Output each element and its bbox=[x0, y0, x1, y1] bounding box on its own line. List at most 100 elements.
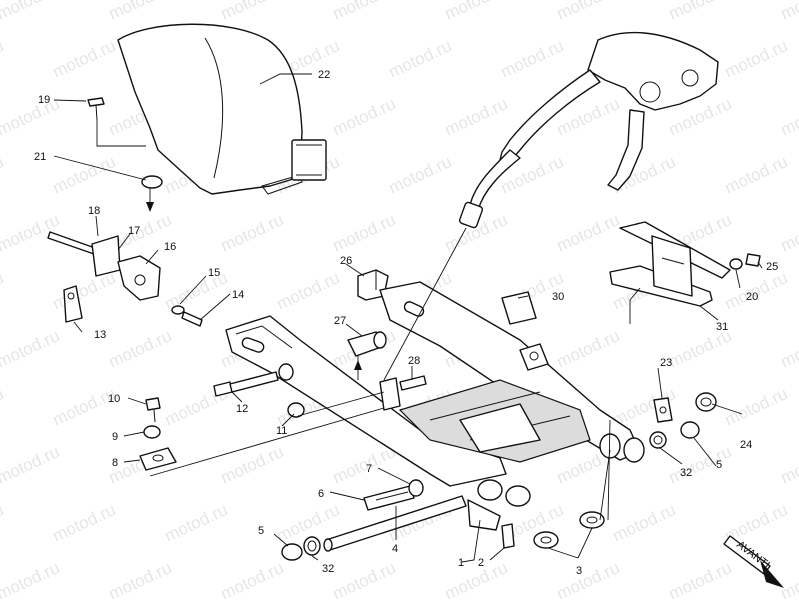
plate-13 bbox=[63, 285, 83, 323]
caliper-bracket-assembly bbox=[47, 231, 161, 301]
swingarm bbox=[225, 281, 645, 531]
watermark-text: motod.ru bbox=[610, 500, 679, 546]
watermark-text: motod.ru bbox=[50, 268, 119, 314]
label-3: 3 bbox=[576, 565, 582, 577]
label-7: 7 bbox=[366, 463, 372, 475]
watermark-text: motod.ru bbox=[330, 94, 399, 140]
watermark-text: motod.ru bbox=[0, 442, 62, 488]
watermark-text: motod.ru bbox=[778, 326, 799, 372]
watermark-text: motod.ru bbox=[0, 500, 6, 546]
cap-5-right bbox=[680, 421, 700, 439]
watermark-text: motod.ru bbox=[218, 442, 287, 488]
bushing-27 bbox=[347, 331, 387, 380]
watermark-text: motod.ru bbox=[218, 558, 287, 599]
label-9: 9 bbox=[112, 431, 118, 443]
watermark-text: motod.ru bbox=[0, 36, 6, 82]
watermark-text: motod.ru bbox=[778, 0, 799, 24]
watermark-text: motod.ru bbox=[778, 558, 799, 599]
spacer-and-bolt-15-14 bbox=[171, 305, 203, 327]
watermark-text: motod.ru bbox=[722, 152, 791, 198]
watermark-text: motod.ru bbox=[498, 36, 567, 82]
screw-28 bbox=[399, 375, 427, 391]
label-14: 14 bbox=[232, 289, 244, 301]
watermark-text: motod.ru bbox=[442, 0, 511, 24]
nut-11 bbox=[287, 402, 305, 418]
label-15: 15 bbox=[208, 267, 220, 279]
cap-5-left bbox=[281, 543, 303, 561]
screw-25 bbox=[745, 253, 761, 267]
bolt-2 bbox=[501, 523, 515, 549]
watermark-text: motod.ru bbox=[554, 210, 623, 256]
watermark-text: motod.ru bbox=[666, 0, 735, 24]
watermark-text: motod.ru bbox=[0, 0, 62, 24]
seal-32-left bbox=[303, 536, 321, 556]
watermark-text: motod.ru bbox=[666, 558, 735, 599]
label-24: 24 bbox=[740, 439, 752, 451]
washer-9 bbox=[143, 425, 161, 439]
label-32-left: 32 bbox=[322, 563, 334, 575]
label-25: 25 bbox=[766, 261, 778, 273]
label-2: 2 bbox=[478, 557, 484, 569]
label-1: 1 bbox=[458, 557, 464, 569]
label-5-right: 5 bbox=[716, 459, 722, 471]
label-31: 31 bbox=[716, 321, 728, 333]
label-10: 10 bbox=[108, 393, 120, 405]
washer-7 bbox=[408, 479, 424, 497]
watermark-text: motod.ru bbox=[666, 442, 735, 488]
bushing-24 bbox=[695, 392, 717, 412]
watermark-text: motod.ru bbox=[106, 326, 175, 372]
watermark-text: motod.ru bbox=[50, 384, 119, 430]
label-20: 20 bbox=[746, 291, 758, 303]
label-13: 13 bbox=[94, 329, 106, 341]
watermark-text: motod.ru bbox=[50, 152, 119, 198]
watermark-text: motod.ru bbox=[442, 558, 511, 599]
clip-21 bbox=[141, 175, 163, 212]
bolt-6 bbox=[363, 485, 415, 511]
watermark-text: motod.ru bbox=[0, 268, 6, 314]
bracket-23 bbox=[653, 397, 673, 423]
watermark-text: motod.ru bbox=[50, 500, 119, 546]
screw-19 bbox=[87, 97, 105, 121]
washers-3 bbox=[533, 511, 605, 549]
label-16: 16 bbox=[164, 241, 176, 253]
label-23: 23 bbox=[660, 357, 672, 369]
label-22: 22 bbox=[318, 69, 330, 81]
seal-32-right bbox=[649, 431, 667, 449]
watermark-text: motod.ru bbox=[330, 210, 399, 256]
watermark-text: motod.ru bbox=[330, 0, 399, 24]
label-4: 4 bbox=[392, 543, 398, 555]
watermark-text: motod.ru bbox=[106, 558, 175, 599]
watermark-text: motod.ru bbox=[0, 384, 6, 430]
watermark-text: motod.ru bbox=[554, 0, 623, 24]
watermark-text: motod.ru bbox=[778, 442, 799, 488]
watermark-text: motod.ru bbox=[0, 558, 62, 599]
watermark-text: motod.ru bbox=[0, 94, 62, 140]
label-21: 21 bbox=[34, 151, 46, 163]
label-27: 27 bbox=[334, 315, 346, 327]
label-12: 12 bbox=[236, 403, 248, 415]
rear-mudguard bbox=[117, 23, 327, 195]
bolt-12 bbox=[213, 363, 294, 397]
label-26: 26 bbox=[340, 255, 352, 267]
watermark-text: motod.ru bbox=[0, 326, 62, 372]
part-labels: 1 2 3 4 5 5 6 7 8 9 10 11 12 13 14 15 16… bbox=[34, 69, 778, 577]
bracket-8 bbox=[139, 447, 177, 471]
watermark-text: motod.ru bbox=[50, 36, 119, 82]
label-18: 18 bbox=[88, 205, 100, 217]
label-6: 6 bbox=[318, 488, 324, 500]
label-11: 11 bbox=[276, 425, 287, 437]
watermark-text: motod.ru bbox=[106, 0, 175, 24]
watermark-text: motod.ru bbox=[722, 36, 791, 82]
label-19: 19 bbox=[38, 94, 50, 106]
watermark-text: motod.ru bbox=[554, 326, 623, 372]
watermark-text: motod.ru bbox=[722, 384, 791, 430]
chain-slider-31 bbox=[609, 221, 731, 307]
watermark-text: motod.ru bbox=[778, 94, 799, 140]
watermark-text: motod.ru bbox=[0, 152, 6, 198]
label-8: 8 bbox=[112, 457, 118, 469]
label-30: 30 bbox=[552, 291, 564, 303]
label-28: 28 bbox=[408, 355, 420, 367]
watermark-text: motod.ru bbox=[386, 36, 455, 82]
